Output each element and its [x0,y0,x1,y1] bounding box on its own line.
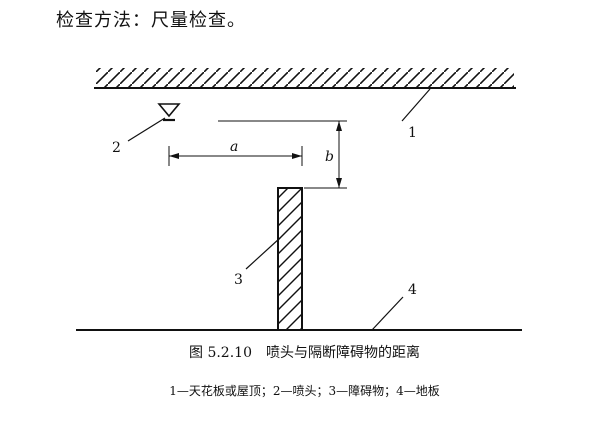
floor-leader-line [371,296,404,331]
dim-b-arrow-bottom [336,178,342,188]
label-2: 2 [112,140,121,156]
dim-a-arrow-right [292,153,302,159]
dimension-b: b [218,120,347,189]
sprinkler-head: 2 [112,103,181,156]
ceiling-hatching [96,68,514,88]
ceiling-callout: 1 [401,88,431,141]
label-4: 4 [408,282,417,298]
dim-a-label: a [230,139,238,155]
obstruction-leader-line [245,237,281,270]
dimension-a: a [168,139,303,166]
floor: 4 [76,282,522,331]
obstruction-hatching [278,188,302,330]
dim-a-arrow-left [169,153,179,159]
label-1: 1 [408,125,417,141]
figure-legend: 1—天花板或屋顶；2—喷头；3—障碍物；4—地板 [169,384,440,398]
ceiling-leader-line [401,88,431,122]
dim-b-label: b [325,149,334,165]
figure-caption: 图 5.2.10 喷头与隔断障碍物的距离 [189,345,420,361]
label-3: 3 [234,272,243,288]
sprinkler-body [157,103,181,118]
sprinkler-leader-line [127,117,166,142]
inspection-method-heading: 检查方法：尺量检查。 [56,10,246,31]
dim-b-arrow-top [336,121,342,131]
obstruction: 3 [234,187,303,331]
ceiling [94,68,516,89]
